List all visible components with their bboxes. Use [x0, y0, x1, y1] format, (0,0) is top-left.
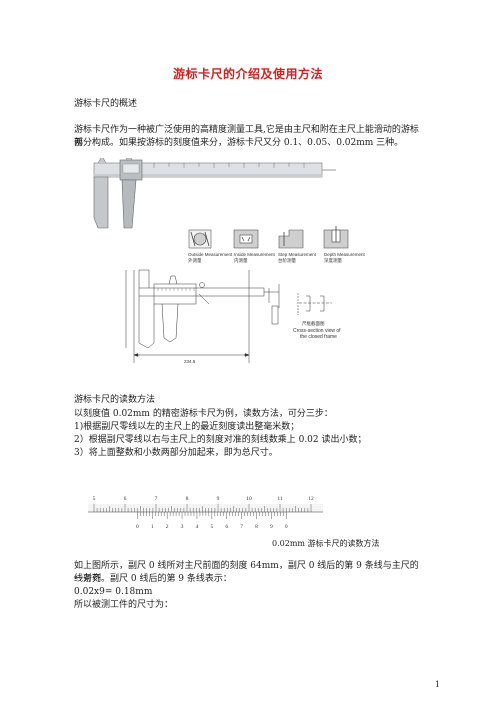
reading-step-3: 3）将上面整数和小数两部分加起来，即为总尺寸。 [74, 448, 278, 458]
main-number: 6 [124, 496, 127, 502]
main-number: 12 [308, 496, 314, 502]
reading-step-1: 1)根据副尺零线以左的主尺上的最近刻度读出整毫米数； [74, 422, 300, 432]
main-number: 11 [277, 496, 283, 502]
main-scale-numbers: 5 6 7 8 9 10 11 12 [93, 496, 314, 502]
vernier-number: 8 [255, 524, 258, 530]
depth-label-cn: 深度测量 [324, 257, 342, 264]
example-paragraph-line2: 线对齐。副尺 0 线后的第 9 条线表示： [74, 574, 232, 584]
reading-step-2: 2）根据副尺零线以右与主尺上的刻度对准的刻线数乘上 0.02 读出小数； [74, 435, 367, 445]
outside-label: Outside Measurement [188, 252, 233, 257]
overview-paragraph-line2: 部分构成。如果按游标的刻度值来分，游标卡尺又分 0.1、0.05、0.02mm … [74, 138, 404, 148]
step-label: Step Measurement [278, 252, 317, 257]
vernier-number: 0 [136, 524, 139, 530]
example-formula: 0.02x9= 0.18mm [74, 587, 153, 597]
reading-intro: 以刻度值 0.02mm 的精密游标卡尺为例，读数方法，可分三步： [74, 409, 333, 419]
length-dimension: 234.5 [184, 359, 196, 364]
vernier-number: 9 [270, 524, 273, 530]
vernier-number: 7 [240, 524, 243, 530]
page-title: 游标卡尺的介绍及使用方法 [172, 67, 323, 81]
vernier-number: 3 [181, 524, 184, 530]
main-number: 7 [155, 496, 158, 502]
step-label-cn: 台阶测量 [278, 257, 296, 264]
vernier-number: 6 [225, 524, 228, 530]
vernier-scale-numbers: 0 1 2 3 4 5 6 7 8 9 0 [136, 524, 288, 530]
outside-label-cn: 外测量 [188, 257, 202, 264]
main-number: 8 [186, 496, 189, 502]
section-heading-reading: 游标卡尺的读数方法 [74, 395, 156, 405]
measurement-labels: Outside Measurement 外测量 Inside Measureme… [188, 252, 366, 264]
vernier-number: 1 [151, 524, 154, 530]
example-paragraph-line1: 如上图所示，副尺 0 线所对主尺前面的刻度 64mm，副尺 0 线后的第 9 条… [74, 561, 419, 584]
cross-section-label-en2: the closed frame [300, 334, 337, 340]
caliper-photo [93, 158, 336, 229]
overview-paragraph-line1: 游标卡尺作为一种被广泛使用的高精度测量工具,它是由主尺和附在主尺上能滑动的游标两 [74, 125, 419, 148]
cross-section-label-cn: 尺框截面图 [302, 320, 325, 327]
caliper-figure: Outside Measurement 外测量 Inside Measureme… [93, 158, 366, 364]
vernier-number: 0 [285, 524, 288, 530]
vernier-number: 2 [166, 524, 169, 530]
example-last-line: 所以被测工件的尺寸为： [74, 600, 174, 610]
page-number: 1 [434, 680, 440, 689]
main-number: 10 [246, 496, 252, 502]
section-heading-overview: 游标卡尺的概述 [74, 99, 138, 109]
scale-figure-caption: 0.02mm 游标卡尺的读数方法 [272, 539, 380, 548]
vernier-number: 4 [196, 524, 199, 530]
measurement-icons [188, 226, 349, 249]
main-number: 9 [217, 496, 220, 502]
main-scale-ticks [93, 504, 312, 512]
vernier-number: 5 [210, 524, 213, 530]
technical-drawing [125, 269, 332, 363]
inside-label: Inside Measurement [234, 252, 276, 257]
main-number: 5 [93, 496, 96, 502]
cross-section-label-en1: Cross-section view of [293, 328, 341, 334]
depth-label: Depth Measurement [324, 252, 366, 257]
inside-label-cn: 内测量 [234, 257, 248, 264]
vernier-scale-ticks [137, 512, 287, 519]
